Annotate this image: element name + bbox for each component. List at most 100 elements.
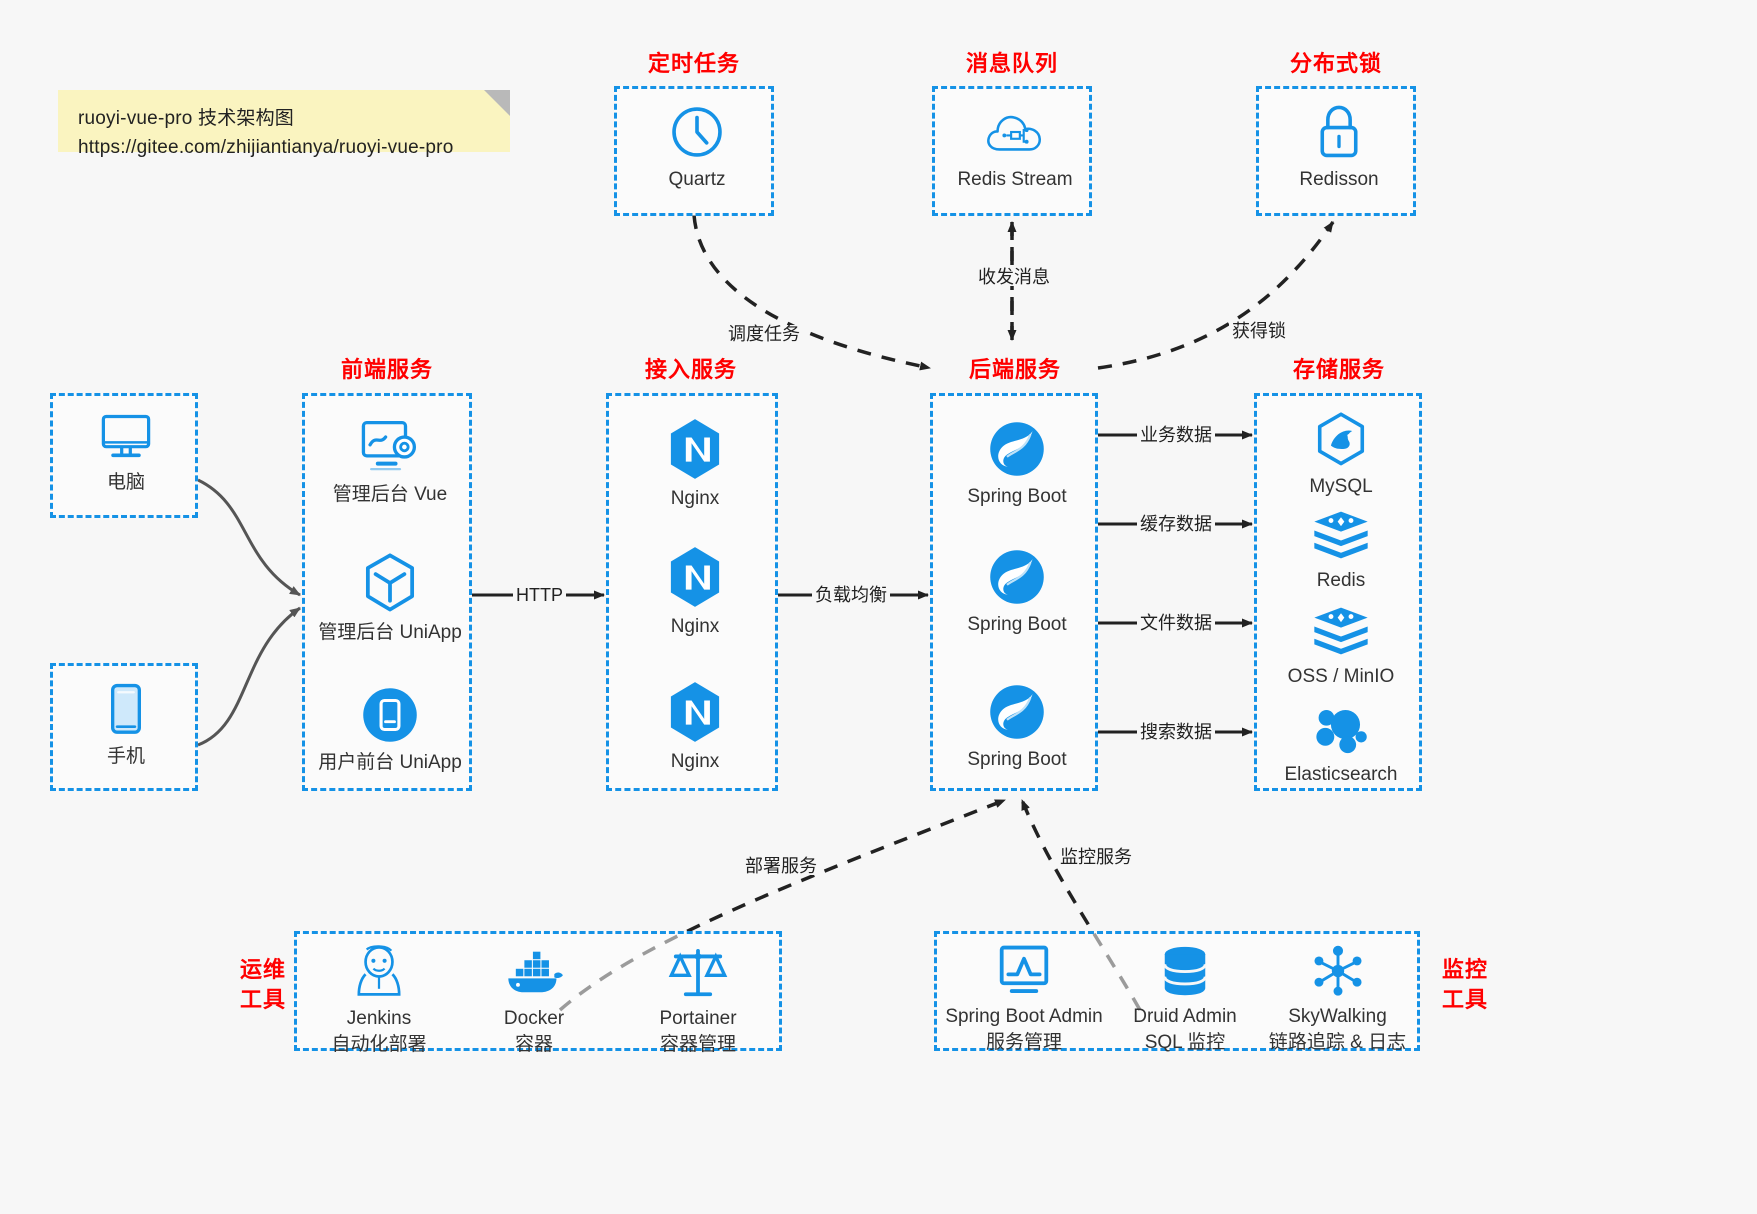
node-redis-stream[interactable]: Redis Stream	[930, 103, 1100, 193]
node-label: Nginx	[670, 751, 720, 772]
node-label: Elasticsearch	[1284, 764, 1398, 785]
node-sublabel: 容器	[514, 1033, 553, 1055]
node-sublabel: 服务管理	[985, 1031, 1062, 1053]
node-label: SkyWalking	[1288, 1006, 1387, 1027]
nginx-icon	[670, 682, 720, 742]
node-sublabel: SQL 监控	[1144, 1031, 1226, 1053]
spring-boot-icon	[990, 550, 1044, 604]
spring-boot-icon	[990, 685, 1044, 739]
group-title-scheduled-task: 定时任务	[647, 51, 740, 76]
note-title-line: ruoyi-vue-pro 技术架构图	[78, 108, 295, 129]
node-user-uniapp[interactable]: 用户前台 UniApp	[305, 686, 475, 776]
edge-acquire-lock	[1097, 221, 1335, 370]
node-label: Druid Admin	[1133, 1006, 1237, 1027]
node-phone[interactable]: 手机	[41, 682, 211, 770]
node-jenkins[interactable]: Jenkins 自动化部署	[299, 944, 459, 1057]
node-label: Nginx	[670, 488, 720, 509]
node-label: 手机	[106, 746, 145, 767]
elasticsearch-icon	[1316, 709, 1367, 754]
node-spring-boot-1[interactable]: Spring Boot	[932, 420, 1102, 510]
node-nginx-2[interactable]: Nginx	[610, 546, 780, 640]
edge-label-monitor-service: 监控服务	[1057, 848, 1135, 866]
group-title-monitor-line2: 工具	[1441, 986, 1488, 1012]
nginx-icon	[670, 547, 720, 607]
edge-phone-to-frontend	[197, 606, 301, 747]
node-label: 用户前台 UniApp	[318, 752, 462, 773]
node-label: Spring Boot	[967, 486, 1067, 507]
group-box-backend: Spring Boot Spring Boot Spring Boot	[930, 393, 1098, 791]
monitor-settings-icon	[361, 420, 417, 471]
edge-label-load-balance: 负载均衡	[812, 586, 890, 604]
node-nginx-3[interactable]: Nginx	[610, 681, 780, 775]
group-title-monitor: 监控 工具	[1430, 955, 1500, 1014]
spring-boot-icon	[990, 422, 1044, 476]
redis-stack-icon	[1314, 511, 1368, 559]
node-label: Jenkins	[346, 1008, 412, 1029]
node-druid-admin[interactable]: Druid Admin SQL 监控	[1105, 944, 1265, 1055]
desktop-computer-icon	[101, 414, 151, 458]
edge-label-cache-data: 缓存数据	[1137, 515, 1215, 533]
node-admin-vue[interactable]: 管理后台 Vue	[305, 418, 475, 508]
group-title-devops-line1: 运维	[239, 957, 286, 982]
cloud-stream-icon	[987, 115, 1041, 151]
clock-icon	[672, 107, 722, 157]
node-mysql[interactable]: MySQL	[1256, 412, 1426, 500]
client-box-phone: 手机	[50, 663, 198, 791]
edge-label-file-data: 文件数据	[1137, 614, 1215, 632]
node-skywalking[interactable]: SkyWalking 链路追踪 & 日志	[1255, 944, 1420, 1055]
group-box-frontend: 管理后台 Vue 管理后台 UniApp 用户前台 UniApp	[302, 393, 472, 791]
mobile-app-icon	[363, 688, 417, 742]
node-label: 管理后台 Vue	[332, 484, 448, 505]
node-label: OSS / MinIO	[1287, 666, 1395, 687]
node-oss-minio[interactable]: OSS / MinIO	[1256, 604, 1426, 690]
node-nginx-1[interactable]: Nginx	[610, 418, 780, 512]
note-url-line: https://gitee.com/zhijiantianya/ruoyi-vu…	[78, 137, 454, 159]
node-label: Quartz	[668, 169, 726, 190]
group-box-storage: MySQL Redis OSS / MinIO	[1254, 393, 1422, 791]
group-title-frontend: 前端服务	[340, 357, 433, 382]
node-label: MySQL	[1309, 476, 1373, 497]
lock-icon	[1320, 105, 1358, 158]
node-quartz[interactable]: Quartz	[612, 103, 782, 193]
edge-label-schedule-task: 调度任务	[725, 325, 803, 343]
chart-monitor-icon	[999, 945, 1049, 993]
group-box-message-queue: Redis Stream	[932, 86, 1092, 216]
node-label: 电脑	[106, 472, 145, 493]
group-title-distributed-lock: 分布式锁	[1289, 51, 1382, 76]
node-portainer[interactable]: Portainer 容器管理	[618, 944, 778, 1057]
group-title-devops-line2: 工具	[239, 986, 286, 1012]
edge-schedule-task	[692, 214, 931, 371]
node-spring-boot-3[interactable]: Spring Boot	[932, 683, 1102, 773]
edge-label-send-receive-message: 收发消息	[975, 268, 1053, 286]
node-label: Portainer	[659, 1008, 737, 1029]
edge-label-search-data: 搜索数据	[1137, 723, 1215, 741]
group-box-distributed-lock: Redisson	[1256, 86, 1416, 216]
group-box-gateway: Nginx Nginx Nginx	[606, 393, 778, 791]
database-stack-icon	[1163, 946, 1207, 996]
group-box-scheduled-task: Quartz	[614, 86, 774, 216]
edge-label-http: HTTP	[513, 586, 566, 604]
node-spring-boot-2[interactable]: Spring Boot	[932, 548, 1102, 638]
node-label: Spring Boot	[967, 614, 1067, 635]
group-title-storage: 存储服务	[1292, 357, 1385, 382]
node-elasticsearch[interactable]: Elasticsearch	[1256, 702, 1426, 788]
edge-computer-to-frontend	[197, 478, 301, 597]
group-title-gateway: 接入服务	[644, 357, 737, 382]
node-spring-boot-admin[interactable]: Spring Boot Admin 服务管理	[939, 944, 1109, 1055]
node-label: Docker	[503, 1008, 565, 1029]
node-admin-uniapp[interactable]: 管理后台 UniApp	[305, 552, 475, 646]
jenkins-butler-icon	[357, 945, 401, 996]
edge-label-acquire-lock: 获得锁	[1229, 322, 1289, 340]
node-docker[interactable]: Docker 容器	[454, 944, 614, 1057]
node-label: Redis Stream	[957, 169, 1073, 190]
node-redisson[interactable]: Redisson	[1254, 103, 1424, 193]
group-box-devops: Jenkins 自动化部署 Docker 容器	[294, 931, 782, 1055]
edge-label-deploy-service: 部署服务	[742, 857, 820, 875]
node-computer[interactable]: 电脑	[41, 410, 211, 496]
scales-balance-icon	[668, 948, 728, 997]
node-redis[interactable]: Redis	[1256, 508, 1426, 594]
node-sublabel: 容器管理	[659, 1033, 736, 1055]
node-sublabel: 自动化部署	[331, 1033, 427, 1055]
